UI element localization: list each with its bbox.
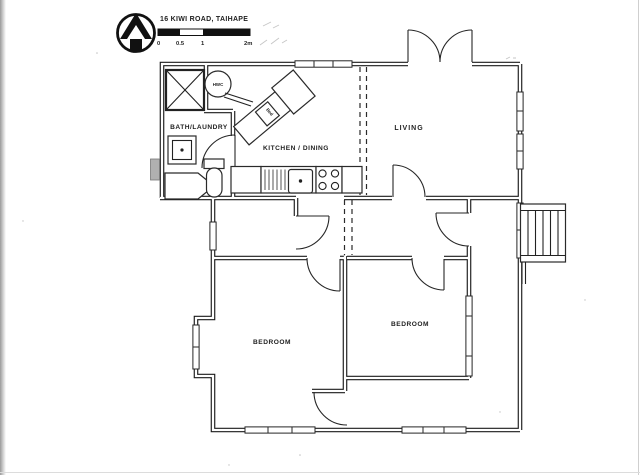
door-bedroom-right	[411, 257, 445, 291]
room-label-layer: BATH/LAUNDRY KITCHEN / DINING LIVING BED…	[170, 124, 429, 346]
meter-box	[150, 158, 160, 181]
scale-bar: 0 0.5 1 2m	[157, 28, 252, 47]
window-living-right-upper	[516, 91, 524, 132]
cased-opening-dashed-lines	[343, 67, 368, 255]
stove-cooktop	[315, 165, 343, 194]
scale-label-05: 0.5	[176, 41, 185, 47]
kitchen-cabinet-left	[230, 165, 262, 194]
kitchen-bench	[230, 165, 363, 194]
staircase	[519, 203, 567, 284]
kitchen-sink	[260, 165, 317, 194]
scale-label-0: 0	[157, 41, 160, 47]
door-rear-entry	[435, 212, 470, 247]
toilet	[203, 158, 225, 198]
room-label-bedroom-left: BEDROOM	[253, 339, 291, 346]
window-bottom-right	[401, 426, 467, 434]
washing-machine	[167, 135, 197, 165]
scale-bar-segment	[203, 29, 250, 36]
window-left-hall	[209, 221, 217, 251]
door-bedroom-left	[306, 257, 341, 292]
scan-edge-left	[0, 0, 6, 475]
door-bath-laundry	[201, 134, 236, 169]
window-bay	[192, 324, 200, 370]
door-living	[392, 164, 426, 198]
room-label-kitchen-dining: KITCHEN / DINING	[263, 145, 329, 152]
scan-edge-bottom	[0, 472, 640, 473]
bathtub	[164, 172, 215, 200]
window-bedroom-right-wall	[465, 295, 473, 377]
scale-label-2m: 2m	[244, 41, 252, 47]
scan-edge-right	[638, 0, 639, 475]
pencil-marks	[22, 21, 586, 466]
window-living-right-lower	[516, 133, 524, 170]
room-label-bath-laundry: BATH/LAUNDRY	[170, 124, 228, 131]
door-layer	[201, 29, 473, 426]
north-arrow-icon	[116, 13, 156, 53]
door-hallway	[295, 215, 330, 250]
kitchen-cabinet-right	[341, 165, 363, 194]
scale-bar-segment	[158, 29, 180, 36]
hot-water-cylinder: HWC	[204, 70, 232, 98]
window-bottom-left-bedroom	[244, 426, 316, 434]
fixture-layer: HWC Bed	[164, 68, 567, 284]
address-title: 16 KIWI ROAD, TAIHAPE	[160, 16, 248, 23]
scale-label-1: 1	[201, 41, 205, 47]
room-label-bedroom-right: BEDROOM	[391, 321, 429, 328]
shower	[164, 68, 206, 112]
bed-unit-label: Bed	[265, 107, 274, 117]
window-kitchen-top	[294, 60, 353, 68]
french-doors-living	[407, 29, 473, 63]
hwc-label: HWC	[213, 82, 224, 87]
door-rear-corridor	[313, 391, 348, 426]
angled-bed-unit: Bed	[223, 69, 316, 146]
room-label-living: LIVING	[394, 125, 423, 132]
